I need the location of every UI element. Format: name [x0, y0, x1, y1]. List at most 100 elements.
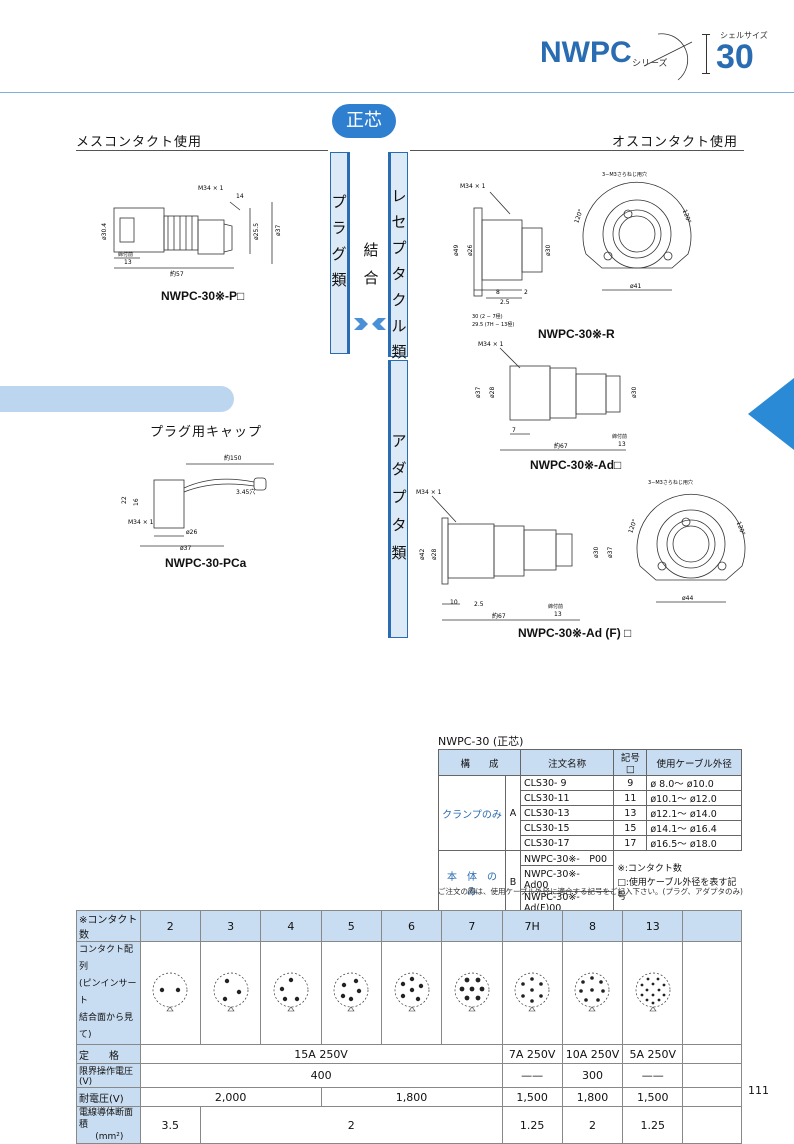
area-blank	[682, 1106, 742, 1144]
ad-dim-note: 締付前	[612, 433, 627, 440]
rec-dim-49: ø49	[453, 245, 460, 256]
cap-dim-26: ø26	[186, 529, 197, 536]
coupling-arrows-icon	[354, 318, 386, 330]
spec-count: 2	[139, 910, 201, 942]
order-footnote: ご注文の際は、使用ケーブル外径に適合する記号をご記入下さい。(プラグ、アダプタの…	[438, 887, 743, 896]
layout-label: コンタクト配列 (ピンインサート 結合面から見て)	[76, 941, 141, 1045]
adapter-band: アダプタ類	[388, 360, 408, 638]
section-band	[0, 386, 234, 412]
pin-layout-3	[199, 941, 262, 1045]
pin-layout-blank	[682, 941, 742, 1045]
spec-count: 13	[622, 910, 684, 942]
adapter-f-drawing: M34 × 1 ø42 ø28 ø30 ø37 10 2.5 締付前 13 約6…	[416, 489, 614, 621]
withstand-label: 耐電圧(V)	[76, 1087, 141, 1107]
layout-label-2: (ピンインサート	[79, 979, 137, 1006]
cap-dim-16: 16	[133, 498, 140, 506]
rating-main: 15A 250V	[139, 1044, 503, 1064]
order-col-structure: 構 成	[438, 749, 521, 776]
page-number: 111	[748, 1084, 769, 1097]
female-contact-header: メスコンタクト使用	[76, 135, 203, 150]
spec-table: ※コンタクト数 2 3 4 5 6 7 7H 8 13 コンタクト配列 (ピンイ…	[76, 910, 742, 1144]
receptacle-flange-drawing: 3−M3さらねじ用穴 ø41 120° 120°	[573, 171, 692, 291]
rec-dim-30: ø30	[545, 245, 552, 256]
clamp-row-cable: ø10.1〜 ø12.0	[646, 790, 742, 806]
adf-dim-42: ø42	[419, 549, 426, 560]
clamp-row-cable: ø 8.0〜 ø10.0	[646, 775, 742, 791]
order-col-name: 注文名称	[519, 749, 615, 776]
area-label: 電線導体断面積 (mm²)	[76, 1106, 141, 1144]
rec-dim-thread: M34 × 1	[460, 183, 486, 190]
plug-dim-dia1: ø30.4	[101, 223, 108, 240]
rating-blank	[682, 1044, 742, 1064]
spec-count: 3	[199, 910, 262, 942]
clamp-row-name: CLS30-15	[519, 820, 615, 836]
note-contact-count: ※:コンタクト数	[617, 863, 682, 874]
spec-count: 8	[561, 910, 624, 942]
clamp-row-code: 9	[613, 775, 648, 791]
rec-dim-295: 29.5 (7H − 13極)	[472, 321, 514, 328]
body-row-name: NWPC-30※- P00	[519, 850, 615, 866]
adf-flange-holes: 3−M3さらねじ用穴	[648, 479, 693, 486]
adf-dim-note: 締付前	[548, 603, 563, 610]
left-header-rule	[76, 150, 328, 151]
clamp-row-name: CLS30- 9	[519, 775, 615, 791]
rating-7h: 7A 250V	[501, 1044, 563, 1064]
pin-layout-8	[561, 941, 624, 1045]
pin-layout-4	[260, 941, 322, 1045]
clamp-row-cable: ø16.5〜 ø18.0	[646, 835, 742, 851]
ketsugo-label: 結合	[363, 241, 379, 287]
shell-size-label: シェルサイズ	[720, 31, 768, 40]
area-2: 3.5	[139, 1106, 201, 1144]
pin-layout-2	[139, 941, 201, 1045]
adapter-f-caption: NWPC-30※-Ad (F) □	[518, 626, 632, 640]
spec-count: 6	[380, 910, 443, 942]
area-13: 1.25	[622, 1106, 684, 1144]
withstand-13: 1,500	[622, 1087, 684, 1107]
adapter-drawing: M34 × 1 ø37 ø28 ø30 7 締付前 13 約67	[475, 341, 638, 451]
plug-dim-note: 締付前	[118, 251, 133, 258]
withstand-8: 1,800	[561, 1087, 624, 1107]
clamp-row-name: CLS30-13	[519, 805, 615, 821]
cap-dim-22: 22	[121, 496, 128, 504]
order-col-cable: 使用ケーブル外径	[646, 749, 742, 776]
order-table-title: NWPC-30 (正芯)	[438, 735, 524, 748]
pin-layout-6	[380, 941, 443, 1045]
rating-label: 定 格	[76, 1044, 141, 1064]
rating-8: 10A 250V	[561, 1044, 624, 1064]
plug-band: プラグ類	[330, 152, 350, 354]
clamp-row-name: CLS30-11	[519, 790, 615, 806]
right-header-rule	[410, 150, 744, 151]
rating-13: 5A 250V	[622, 1044, 684, 1064]
spec-count: 4	[260, 910, 322, 942]
clamp-row-name: CLS30-17	[519, 835, 615, 851]
brand-title: NWPC	[540, 36, 632, 69]
receptacle-drawing: M34 × 1 ø49 ø26 ø30 8 2 2.5 30 (2 − 7極) …	[453, 183, 552, 328]
pin-layout-13	[622, 941, 684, 1045]
male-contact-header: オスコンタクト使用	[612, 135, 739, 150]
cap-dim-hole: 3.45穴	[236, 488, 255, 496]
header-rule	[0, 92, 794, 93]
note-cable-code: □:使用ケーブル外径を表す記号	[617, 877, 737, 902]
clamp-code: A	[505, 775, 521, 851]
clamp-row-cable: ø14.1〜 ø16.4	[646, 820, 742, 836]
limit-blank	[682, 1063, 742, 1088]
adf-dim-30: ø30	[593, 547, 600, 558]
adapter-caption: NWPC-30※-Ad□	[530, 458, 622, 472]
plug-dim-length: 約57	[170, 270, 184, 278]
withstand-7h: 1,500	[501, 1087, 563, 1107]
rec-flange-holes: 3−M3さらねじ用穴	[602, 171, 647, 178]
limit-8: 300	[561, 1063, 624, 1088]
layout-label-3: 結合面から見て)	[79, 1013, 134, 1040]
adf-dim-thread: M34 × 1	[416, 489, 442, 496]
adf-angle-2: 120°	[735, 521, 747, 537]
clamp-row-code: 17	[613, 835, 648, 851]
seishin-badge: 正芯	[332, 104, 396, 138]
cap-caption: NWPC-30-PCa	[165, 556, 247, 570]
cap-dim-37: ø37	[180, 545, 191, 552]
spec-count: 7H	[501, 910, 563, 942]
ad-dim-37: ø37	[475, 387, 482, 398]
area-7h: 1.25	[501, 1106, 563, 1144]
area-8: 2	[561, 1106, 624, 1144]
area-main: 2	[199, 1106, 503, 1144]
clamp-only-label: クランプのみ	[438, 775, 506, 851]
